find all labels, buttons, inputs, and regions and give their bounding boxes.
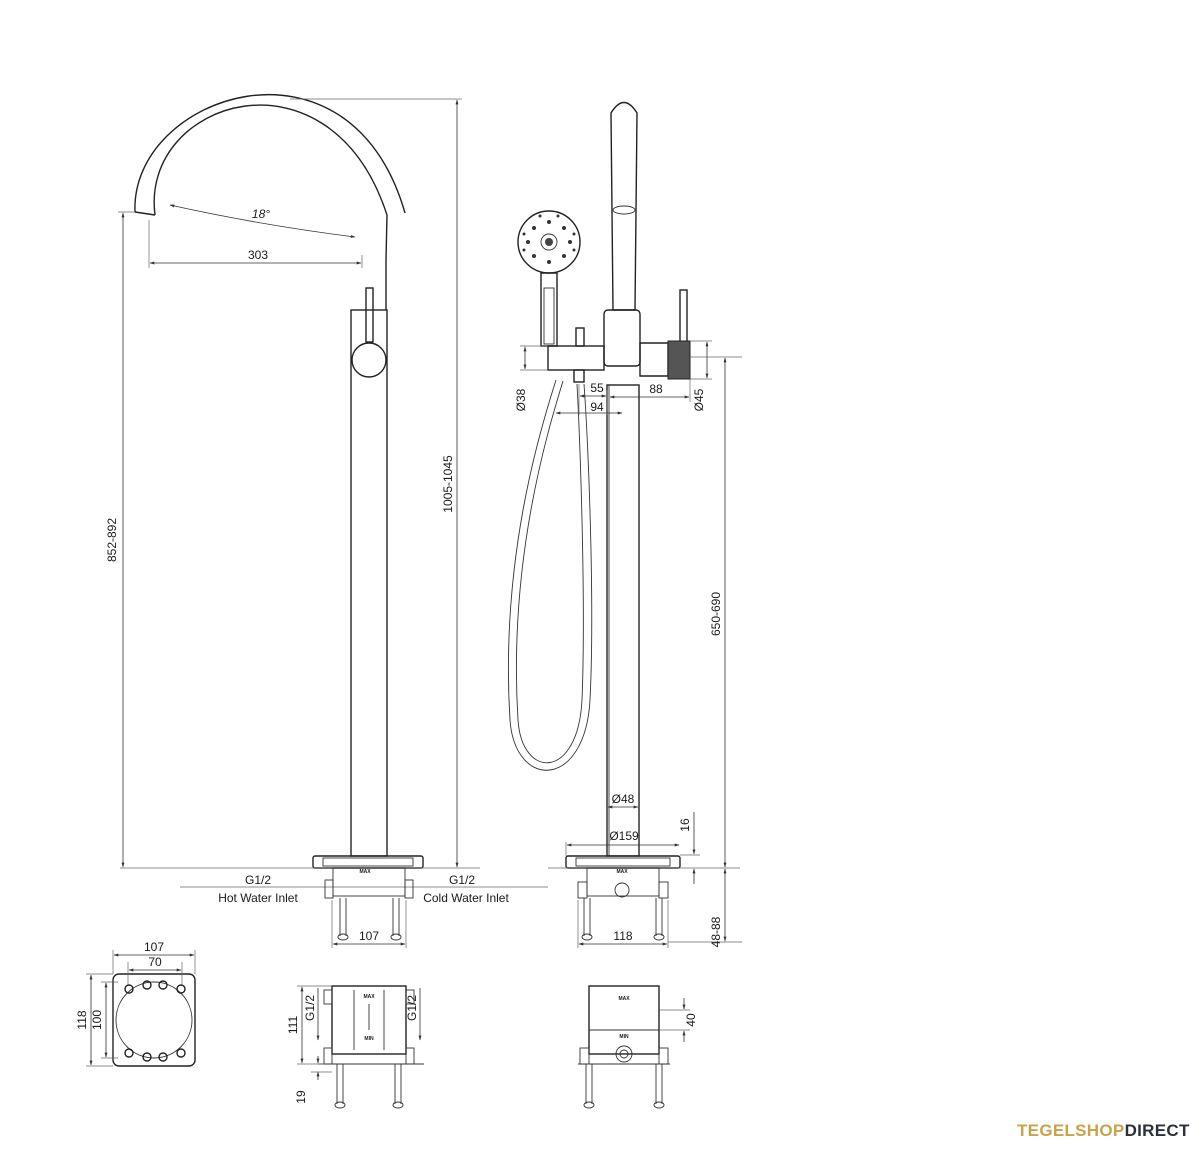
dim-height-total: 1005-1045 xyxy=(441,455,455,513)
brand-logo: TEGELSHOPDIRECT xyxy=(1017,1121,1190,1141)
box-max-label-2: MAX xyxy=(616,869,628,875)
brand-part-1: TEGELSHOP xyxy=(1017,1121,1125,1140)
box-front-view: MAX MIN 111 G1/2 G1/2 19 xyxy=(286,985,424,1109)
dim-box-width-side: 118 xyxy=(613,929,632,943)
dim-base-dia: Ø159 xyxy=(609,829,639,843)
dim-box-depth: 48-88 xyxy=(709,916,723,947)
dim-angle: 18° xyxy=(252,207,270,221)
dim-plan-outer: 107 xyxy=(144,940,164,954)
dim-plan-inner: 70 xyxy=(148,955,162,969)
dim-box-40: 40 xyxy=(684,1013,698,1027)
brand-part-2: DIRECT xyxy=(1124,1121,1190,1140)
spray-nozzles xyxy=(522,214,576,264)
box-front-max: MAX xyxy=(363,994,375,1000)
dim-hose-dia: Ø38 xyxy=(514,388,528,411)
box-side-min: MIN xyxy=(619,1034,629,1040)
dim-offset-55: 55 xyxy=(590,381,604,395)
left-elevation-view: MAX 18° 303 852-892 1005-1045 G1/2 Hot W… xyxy=(105,94,548,948)
dim-offset-94: 94 xyxy=(590,400,604,414)
cold-g12-label: G1/2 xyxy=(449,873,475,887)
box-side-view: MAX MIN 40 xyxy=(578,985,698,1109)
dim-base-thickness: 16 xyxy=(678,818,692,832)
box-front-min: MIN xyxy=(364,1036,374,1042)
dim-offset-88: 88 xyxy=(649,382,663,396)
dim-plan-height-inner: 100 xyxy=(90,1010,104,1030)
dim-box-height: 111 xyxy=(286,1016,300,1035)
box-max-label: MAX xyxy=(359,869,371,875)
hot-inlet-label: Hot Water Inlet xyxy=(218,891,298,905)
dim-height-left: 852-892 xyxy=(105,518,119,562)
dim-spout-reach: 303 xyxy=(248,248,268,262)
box-side-max: MAX xyxy=(618,996,630,1002)
hot-g12-label: G1/2 xyxy=(245,873,271,887)
box-g12-right: G1/2 xyxy=(405,995,419,1021)
dim-column-dia: Ø48 xyxy=(612,792,635,806)
dim-box-width-front: 107 xyxy=(359,929,379,943)
right-elevation-view: MAX Ø38 55 94 88 Ø45 650-690 Ø48 Ø159 16 xyxy=(507,101,742,948)
plan-view: 107 70 118 100 xyxy=(75,940,196,1067)
box-g12-left: G1/2 xyxy=(303,995,317,1021)
dim-leg: 19 xyxy=(294,1090,308,1104)
dim-height-mixer: 650-690 xyxy=(709,592,723,636)
dim-body-dia: Ø45 xyxy=(692,388,706,411)
cold-inlet-label: Cold Water Inlet xyxy=(423,891,509,905)
dim-plan-height-outer: 118 xyxy=(75,1010,89,1029)
